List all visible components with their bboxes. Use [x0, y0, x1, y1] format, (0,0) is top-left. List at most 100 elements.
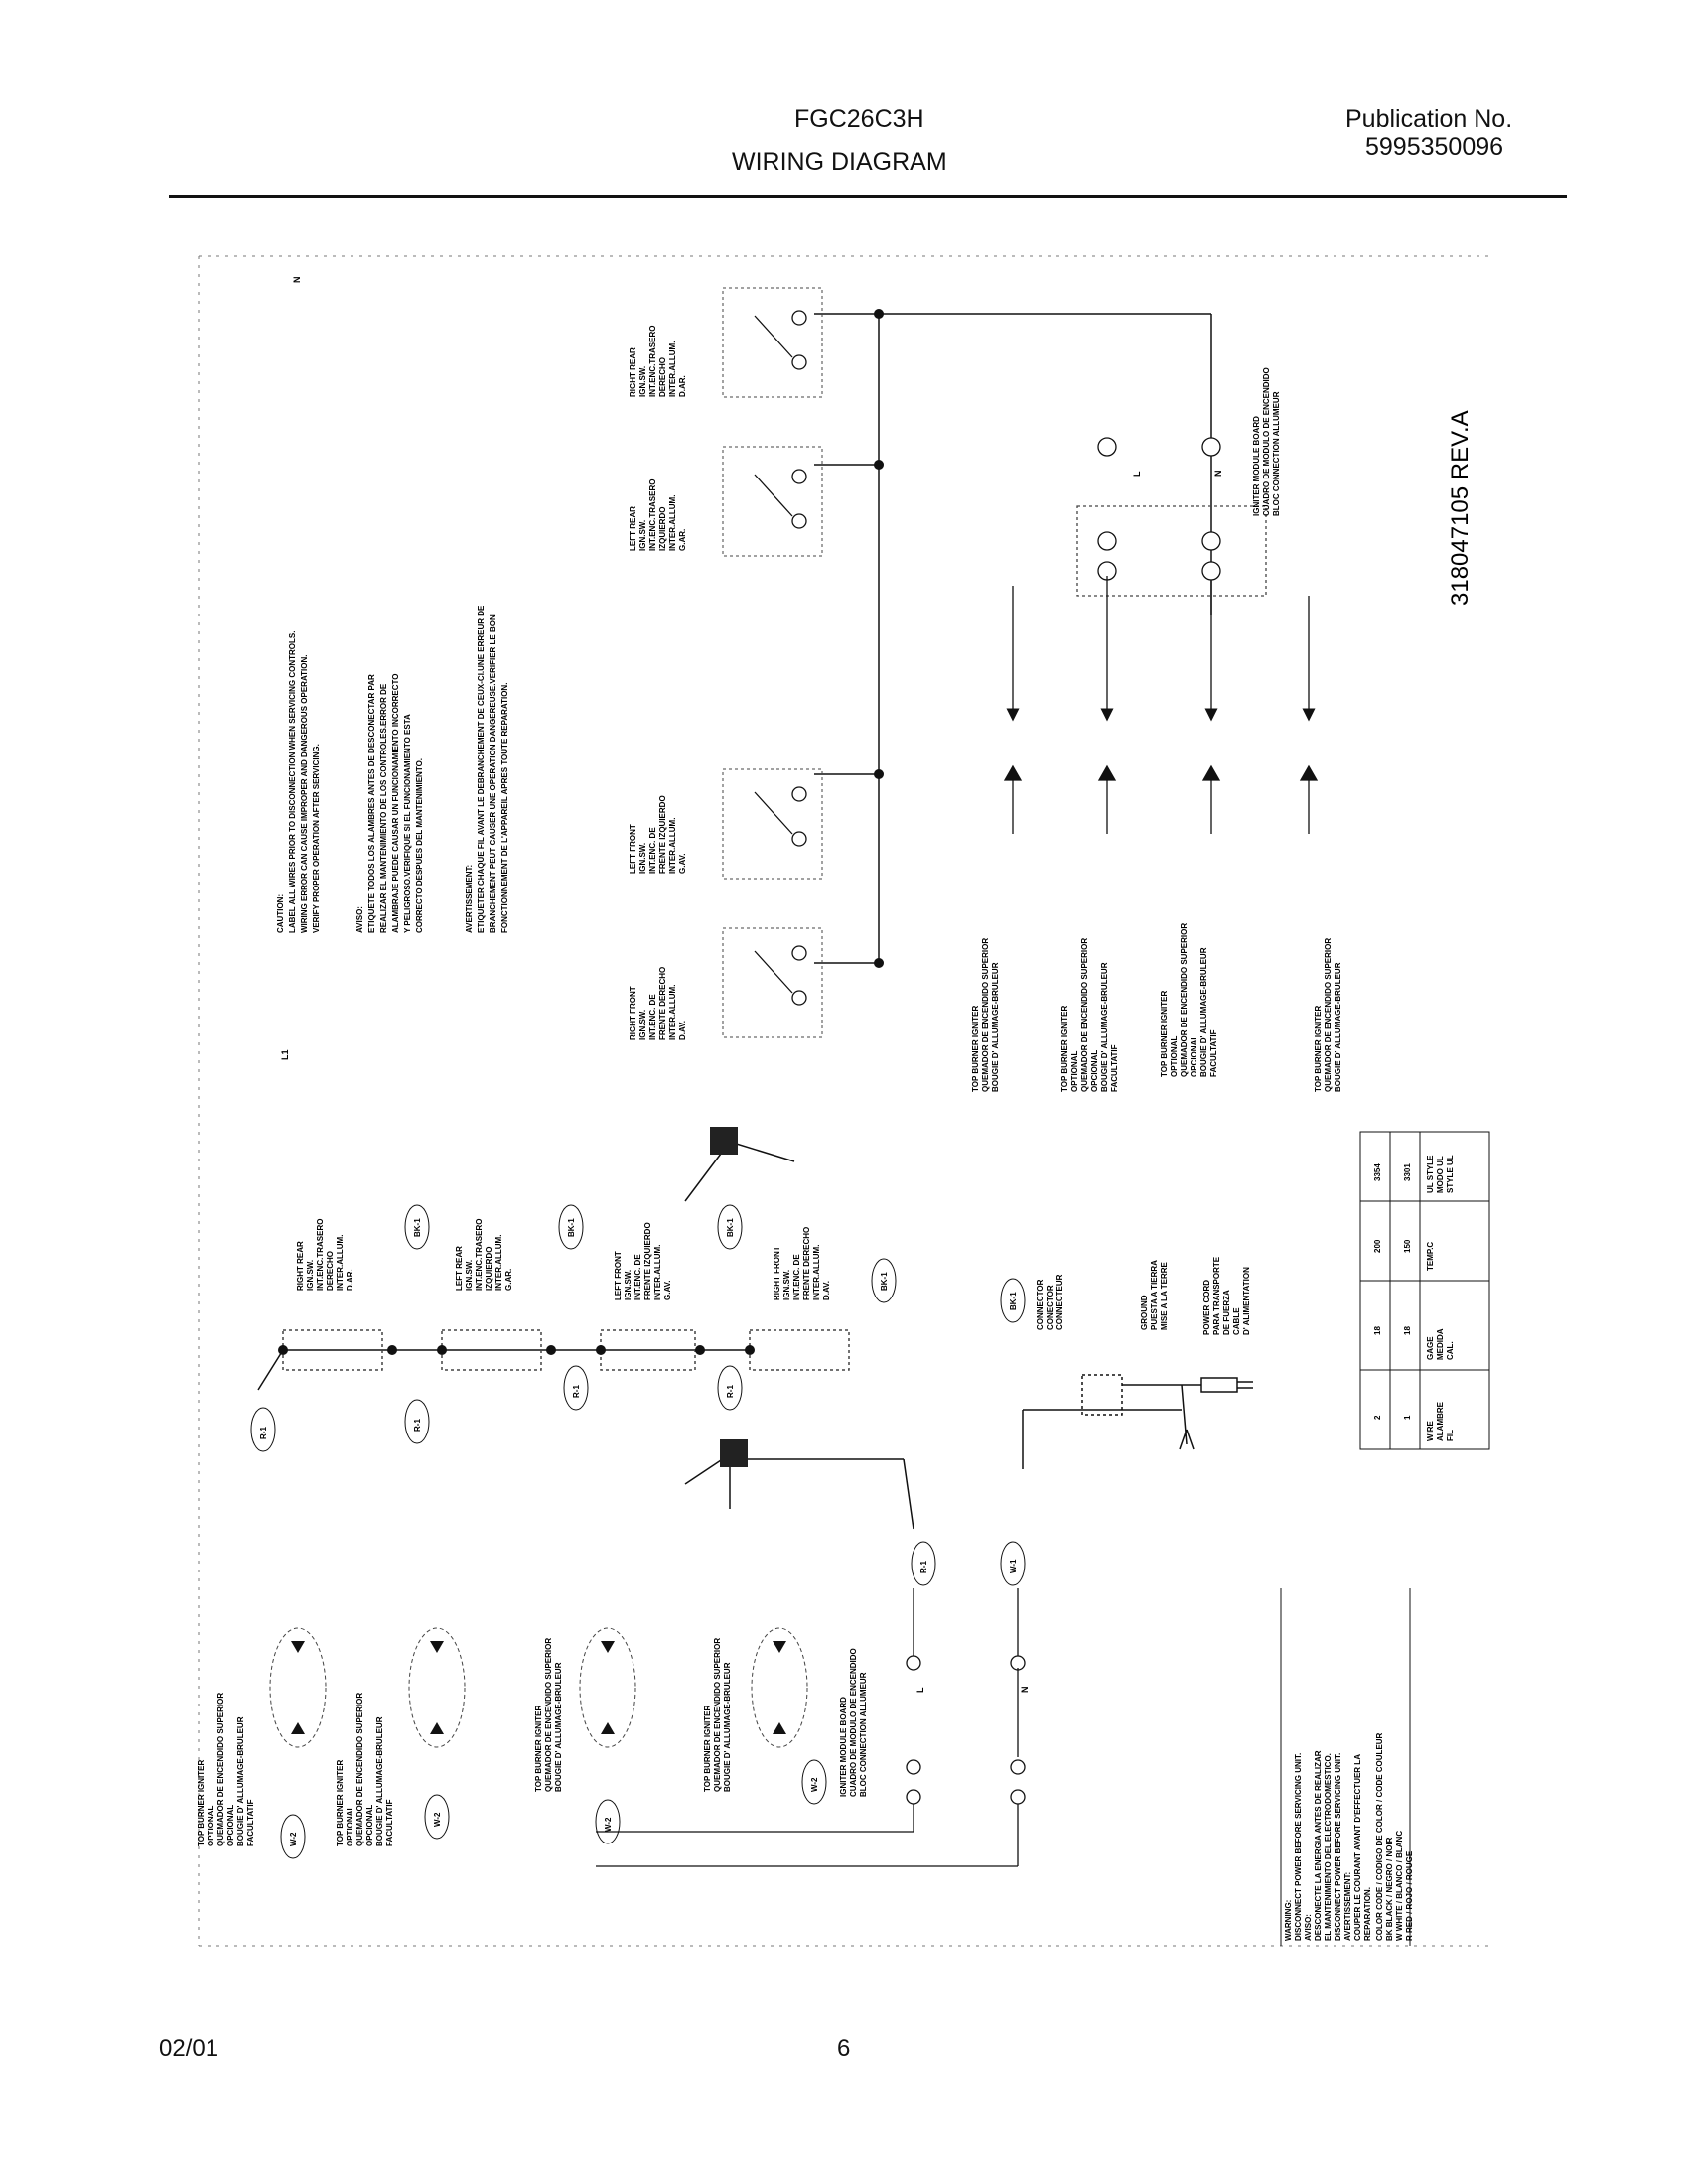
switch-label-line: LEFT FRONT [629, 824, 637, 874]
module-label-line: IGNITER MODULE BOARD [1252, 416, 1261, 516]
table-header: MEDIDA [1436, 1328, 1445, 1360]
table-cell: 3354 [1373, 1163, 1382, 1181]
switch-label-line: FRENTE DERECHO [658, 967, 667, 1040]
ground-label-line: MISE A LA TERRE [1160, 1261, 1169, 1330]
table-cell: 200 [1373, 1239, 1382, 1253]
switch-label-line: IGN.SW. [638, 366, 647, 397]
warning-line: DISCONNECT POWER BEFORE SERVICING UNIT. [1294, 1753, 1303, 1941]
upper-module-pin-l: L [1132, 471, 1142, 477]
model-number: FGC26C3H [794, 105, 924, 133]
wire-tags-upper [404, 1204, 1026, 1323]
avertissement-line: FONCTIONNEMENT DE L'APPAREIL APRES TOUTE… [500, 683, 509, 933]
module-label-line: CUADRO DE MODULO DE ENCENDIDO [1262, 367, 1271, 516]
upper-switch-label-left-front: LEFT FRONT IGN.SW. INT.ENC. DE FRENTE IZ… [629, 795, 687, 874]
line-l1-label: L1 [280, 1049, 290, 1060]
switch-label-line: IGN.SW. [465, 1260, 474, 1291]
igniter-label-line: OPCIONAL [1090, 1050, 1099, 1092]
warning-line: COUPER LE COURANT AVANT D'EFFECTUER LA [1353, 1754, 1362, 1941]
footer-page-number: 6 [837, 2035, 851, 2062]
igniter-label-line: BOUGIE D' ALLUMAGE-BRULEUR [1199, 947, 1208, 1077]
igniter-label-line: QUEMADOR DE ENCENDIDO SUPERIOR [981, 938, 990, 1092]
igniter-label-line: BOUGIE D' ALLUMAGE-BRULEUR [723, 1662, 732, 1792]
avertissement-line: AVERTISSEMENT: [465, 865, 474, 933]
lower-switch-label-right-front: RIGHT FRONT IGN.SW. INT.ENC. DE FRENTE D… [773, 1227, 831, 1300]
aviso-line: ALAMBRAJE PUEDE CAUSAR UN FUNCIONAMIENTO… [391, 674, 400, 934]
table-header: MODO UL [1436, 1156, 1445, 1193]
switch-label-line: INTER.ALLUM. [812, 1245, 821, 1300]
caution-line: VERIFY PROPER OPERATION AFTER SERVICING. [312, 744, 321, 933]
igniter-label-line: QUEMADOR DE ENCENDIDO SUPERIOR [1080, 938, 1089, 1092]
wire-tag: BK-1 [726, 1218, 735, 1237]
switch-label-line: INTER.ALLUM. [494, 1235, 503, 1291]
upper-node-dots [874, 309, 884, 968]
igniter-tags-lower [280, 1759, 827, 1859]
lower-module-pin-n: N [1020, 1687, 1030, 1694]
upper-switch-boxes [722, 287, 823, 1038]
igniter-label-line: BOUGIE D' ALLUMAGE-BRULEUR [236, 1716, 245, 1846]
igniter-tag: W-2 [289, 1832, 298, 1846]
igniter-label-line: QUEMADOR DE ENCENDIDO SUPERIOR [1180, 923, 1189, 1077]
table-header: CAL. [1446, 1341, 1455, 1360]
switch-label-line: LEFT REAR [455, 1246, 464, 1291]
power-cord-label-line: PARA TRANSPORTE [1212, 1256, 1221, 1335]
connector-label: CONNECTOR CONECTOR CONNECTEUR [1036, 1274, 1064, 1330]
warning-line: EL MANTENIMIENTO DEL ELECTRODOMESTICO. [1324, 1753, 1333, 1941]
lower-module-label: IGNITER MODULE BOARD CUADRO DE MODULO DE… [839, 1648, 868, 1797]
avertissement-line: BRANCHEMENT PEUT CAUSER UNE OPERATION DA… [489, 614, 497, 933]
wire-tags-right [911, 1541, 1026, 1586]
switch-label-line: INT.ENC. DE [648, 994, 657, 1040]
igniter-label-line: QUEMADOR DE ENCENDIDO SUPERIOR [355, 1693, 364, 1846]
header-rule [169, 195, 1567, 198]
wire-spec-table [1359, 1131, 1490, 1450]
switch-label-line: G.AV. [663, 1281, 672, 1300]
igniter-label-line: FACULTATIF [1209, 1029, 1218, 1077]
igniter-label-line: TOP BURNER IGNITER [1314, 1006, 1323, 1092]
power-cord-label: POWER CORD PARA TRANSPORTE DE FUERZA CAB… [1202, 1256, 1251, 1335]
upper-igniter-label-2: TOP BURNER IGNITER OPTIONAL QUEMADOR DE … [1060, 938, 1119, 1092]
lower-igniter-label-1: TOP BURNER IGNITER OPTIONAL QUEMADOR DE … [197, 1693, 255, 1846]
igniter-label-line: TOP BURNER IGNITER [534, 1706, 543, 1792]
warning-line: DISCONNECT POWER BEFORE SERVICING UNIT. [1334, 1753, 1342, 1941]
wire-tag: R-1 [726, 1385, 735, 1398]
color-code-line: COLOR CODE / CODIGO DE COLOR / CODE COUL… [1375, 1732, 1384, 1941]
lower-igniter-module [596, 1588, 1026, 1867]
switch-label-line: D.AV. [678, 1021, 687, 1040]
igniter-label-line: OPCIONAL [226, 1805, 235, 1846]
splice-connector-bottom [720, 1439, 748, 1467]
switch-label-line: DERECHO [658, 357, 667, 397]
switch-label-line: INTER.ALLUM. [668, 495, 677, 551]
table-cell: 150 [1403, 1239, 1412, 1253]
color-code-line: R RED / ROJO / ROUGE [1405, 1850, 1414, 1941]
switch-label-line: D.AR. [346, 1269, 354, 1291]
lower-igniter-label-2: TOP BURNER IGNITER OPTIONAL QUEMADOR DE … [336, 1693, 394, 1846]
table-cell: 1 [1403, 1415, 1412, 1420]
aviso-line: Y PELIGROSO.VERIFIQUE SI EL FUNCIONAMIEN… [403, 714, 412, 933]
switch-label-line: G.AV. [678, 854, 687, 874]
igniter-label-line: FACULTATIF [385, 1799, 394, 1846]
switch-label-line: RIGHT FRONT [773, 1246, 781, 1300]
upper-switch-label-right-front: RIGHT FRONT IGN.SW. INT.ENC. DE FRENTE D… [629, 967, 687, 1040]
wire-tag: R-1 [572, 1385, 581, 1398]
switch-label-line: FRENTE IZQUIERDO [658, 795, 667, 874]
switch-label-line: D.AR. [678, 375, 687, 397]
aviso-line: AVISO: [355, 906, 364, 933]
igniter-label-line: TOP BURNER IGNITER [197, 1760, 206, 1846]
warning-line: AVISO: [1304, 1914, 1313, 1941]
switch-label-line: IGN.SW. [638, 1010, 647, 1040]
wire-tag: BK-1 [567, 1218, 576, 1237]
footer-date: 02/01 [159, 2035, 219, 2062]
connector-assembly [1022, 1374, 1253, 1469]
wire-tag: BK-1 [413, 1218, 422, 1237]
table-header: TEMP.C [1426, 1242, 1435, 1271]
color-code-line: W WHITE / BLANCO / BLANC [1395, 1831, 1404, 1941]
upper-switch-label-left-rear: LEFT REAR IGN.SW. INT.ENC.TRASERO IZQUIE… [629, 479, 687, 551]
part-number: 318047105 REV.A [1447, 410, 1474, 606]
warning-line: WARNING: [1284, 1900, 1293, 1941]
wire-tag: R-1 [919, 1561, 928, 1573]
igniter-label-line: TOP BURNER IGNITER [971, 1006, 980, 1092]
caution-block: CAUTION: LABEL ALL WIRES PRIOR TO DISCON… [276, 605, 509, 933]
igniter-label-line: TOP BURNER IGNITER [703, 1706, 712, 1792]
switch-label-line: IGN.SW. [624, 1270, 633, 1300]
switch-label-line: INT.ENC.TRASERO [475, 1219, 484, 1291]
